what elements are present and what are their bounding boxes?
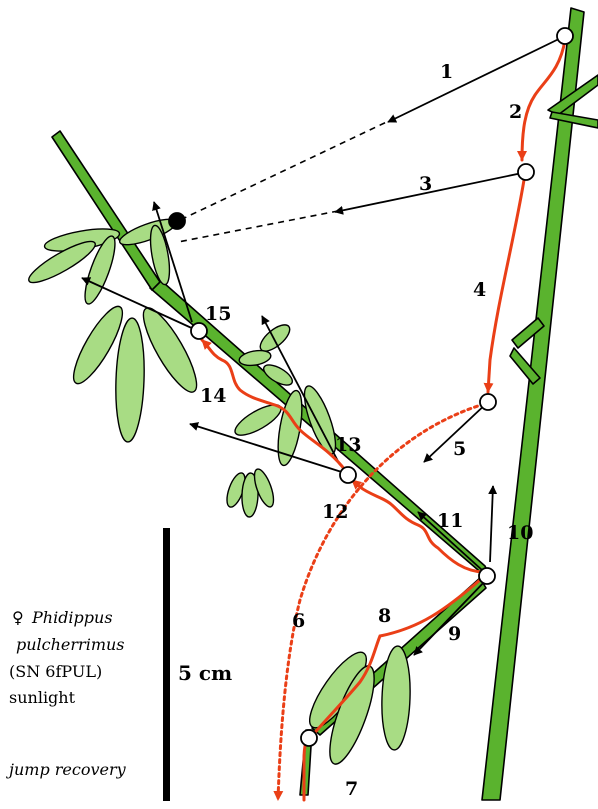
behavior-label: jump recovery [6, 760, 127, 779]
step-label-7: 7 [345, 778, 358, 800]
leaves [25, 214, 412, 768]
position-marker [191, 323, 207, 339]
step-label-3: 3 [419, 173, 432, 195]
step-label-11: 11 [437, 510, 463, 532]
scale-bar-label: 5 cm [178, 661, 232, 685]
position-marker [480, 394, 496, 410]
arrow-10 [490, 486, 493, 562]
species-name: pulcherrimus [16, 635, 125, 654]
leaf [380, 646, 412, 751]
sex-symbol: ♀ [12, 608, 24, 627]
specimen-caption: ♀ Phidippus pulcherrimus (SN 6fPUL) sunl… [6, 608, 127, 779]
step-label-1: 1 [440, 61, 453, 83]
position-marker [301, 730, 317, 746]
jump-3-trajectory [178, 211, 338, 242]
position-marker [340, 467, 356, 483]
position-marker [518, 164, 534, 180]
step-label-13: 13 [335, 434, 361, 456]
position-marker [557, 28, 573, 44]
step-label-14: 14 [200, 385, 226, 407]
step-label-8: 8 [378, 605, 391, 627]
arrow-1 [388, 36, 565, 122]
step-label-10: 10 [507, 522, 533, 544]
step-label-9: 9 [448, 623, 461, 645]
scale-bar: 5 cm [163, 528, 232, 801]
step-label-12: 12 [322, 501, 348, 523]
position-marker [479, 568, 495, 584]
jump-trajectories [178, 118, 395, 242]
main-stem [482, 8, 584, 800]
specimen-code: (SN 6fPUL) [9, 662, 102, 681]
step-label-15: 15 [205, 303, 231, 325]
light-condition: sunlight [9, 688, 76, 707]
target-point [169, 213, 185, 229]
step-label-4: 4 [473, 279, 486, 301]
step-label-2: 2 [509, 101, 522, 123]
step-label-5: 5 [453, 438, 466, 460]
step-label-6: 6 [292, 610, 305, 632]
scale-bar-line [163, 528, 170, 801]
leaf [114, 318, 146, 443]
genus-name: Phidippus [31, 608, 113, 627]
